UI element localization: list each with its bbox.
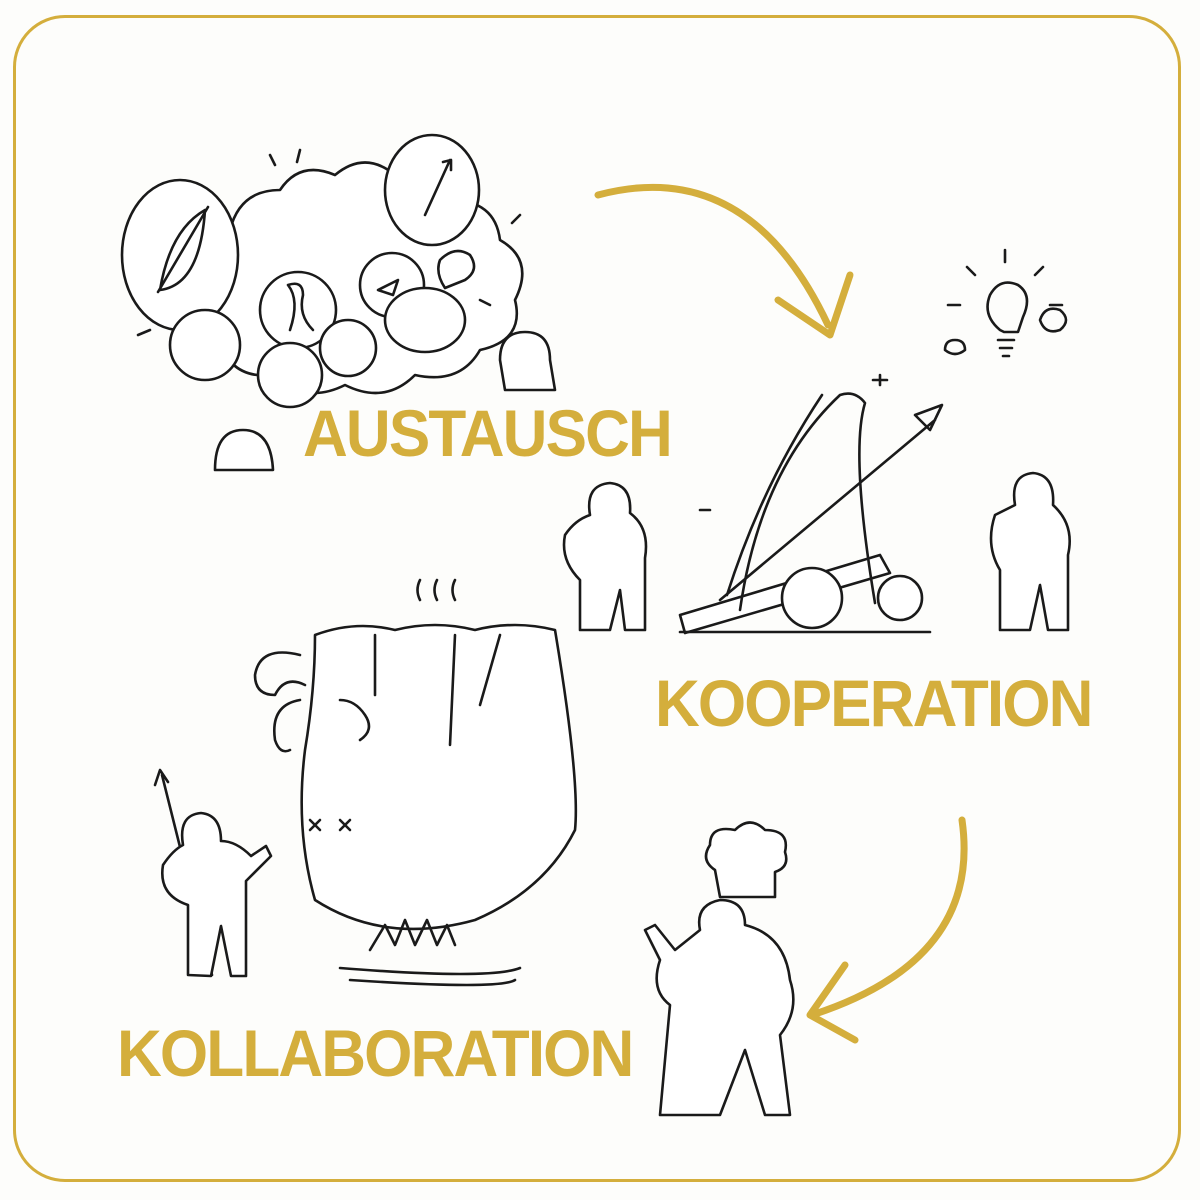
person-head [498, 330, 557, 392]
person-figure [989, 471, 1071, 632]
person-figure [562, 481, 648, 632]
arrow-curved-icon [806, 816, 968, 1044]
stage-label-kooperation: KOOPERATION [655, 666, 1093, 740]
arrow-bubble [383, 133, 481, 247]
hunter-figure [153, 768, 273, 978]
catapult-illustration [678, 373, 944, 635]
chef-figure [643, 821, 795, 1117]
stage-label-austausch: AUSTAUSCH [303, 396, 673, 470]
stage-label-kollaboration: KOLLABORATION [117, 1016, 634, 1090]
person-head [213, 428, 275, 472]
cooking-mammoth-illustration [253, 578, 578, 987]
exchange-bubbles-illustration [120, 133, 557, 472]
arrow-curved-icon [594, 184, 854, 339]
lightbulb-icon [943, 248, 1068, 358]
card-frame [13, 15, 1181, 1182]
